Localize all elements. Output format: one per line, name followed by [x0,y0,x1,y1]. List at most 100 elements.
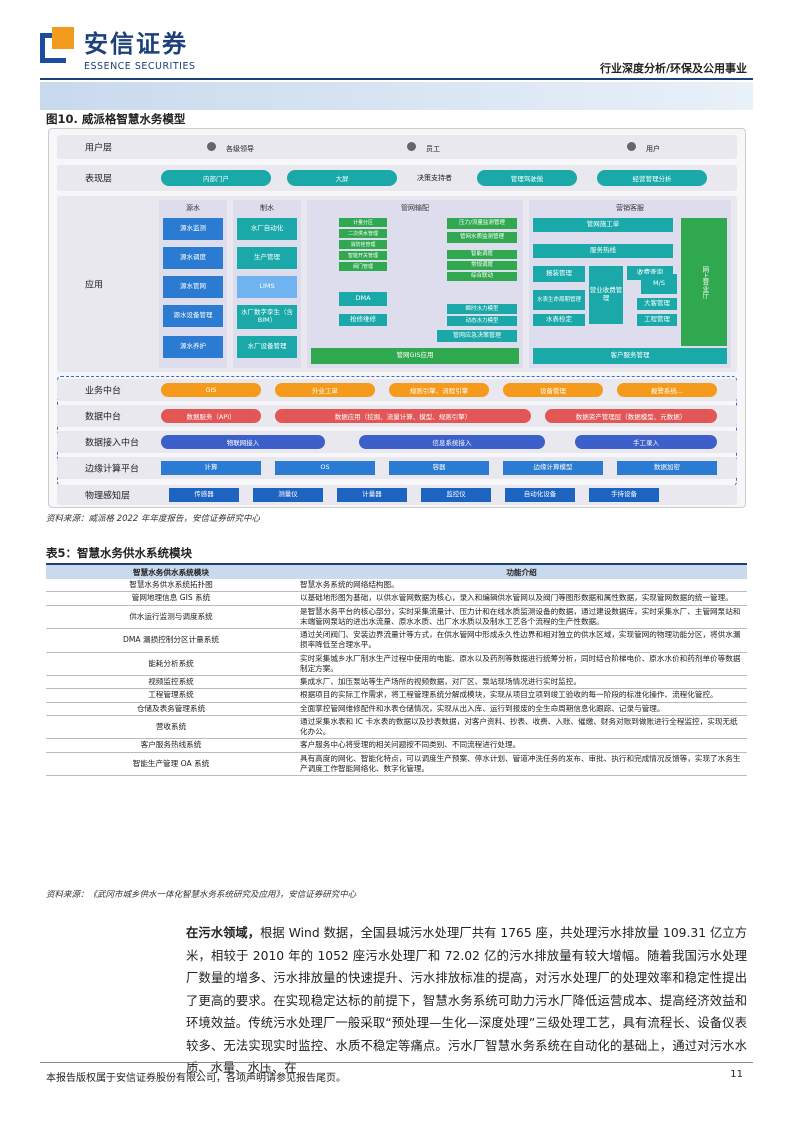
page-number: 11 [730,1069,743,1080]
pipe-item: 瞬时水力模型 [447,304,517,314]
body-paragraph: 在污水领域，根据 Wind 数据，全国县城污水处理厂共有 1765 座，共处理污… [186,922,747,1080]
pipe-item: 管网GIS应用 [311,348,519,364]
row-label-data: 数据中台 [85,412,122,423]
table-row: DMA 漏损控制分区计量系统通过关闭阀门、安装边界流量计等方式，在供水管网中形成… [46,628,747,653]
module-name: 客户服务热线系统 [46,738,296,753]
analysis-pill: 经营管理分析 [597,170,707,186]
plant-item: 生产管理 [237,247,297,269]
module-name: 仓储及表务管理系统 [46,702,296,716]
pipe-item: 动态水力模型 [447,316,517,326]
module-desc: 客户服务中心将受理的相关问题按不同类别、不同流程进行处理。 [296,738,747,753]
access-pill: 物联网接入 [161,435,325,449]
bigscreen-pill: 大屏 [287,170,397,186]
module-name: 工程管理系统 [46,688,296,703]
pipe-item: 综合联动 [447,272,517,281]
data-pill: 数据资产管理层（数据模型、元数据） [545,409,717,423]
table-row: 工程管理系统根据项目的实际工作需求，将工程管理系统分解成模块，实现从项目立项到竣… [46,688,747,703]
table-row: 管网地理信息 GIS 系统以基础地形图为基础，以供水管网数据为核心，录入和编辑供… [46,591,747,606]
source-item: 源水管网 [163,276,223,298]
pipe-item: 计量分区 [339,218,387,227]
row-label-biz: 业务中台 [85,386,122,397]
access-pill: 信息系统接入 [359,435,545,449]
table-row: 视频监控系统集成水厂、加压泵站等生产场所的视频数据，对厂区、泵站现场情况进行实时… [46,675,747,690]
table-header: 功能介绍 [296,563,747,579]
user-staff: 员工 [426,145,440,153]
row-label-iot: 物理感知层 [85,491,131,502]
edge-platform: 边缘计算平台 计算 OS 容器 边缘计算模型 数据加密 [57,457,737,479]
plant-group-title: 制水 [260,204,274,212]
cockpit-pill: 管理驾驶舱 [477,170,577,186]
sales-item: M/S [641,274,677,294]
brand-name-cn: 安信证券 [84,30,188,58]
edge-box: 数据加密 [617,461,717,475]
row-label-access: 数据接入中台 [85,438,140,449]
user-leader: 各级领导 [226,145,254,153]
plant-group: 制水 水厂自动化 生产管理 LIMS 水厂数字孪生（含BIM） 水厂设备管理 [233,200,301,368]
module-name: 能耗分析系统 [46,652,296,676]
user-layer: 用户层 各级领导 员工 用户 [57,135,737,159]
staff-icon [407,142,416,151]
user-customer: 用户 [646,145,660,153]
module-name: DMA 漏损控制分区计量系统 [46,628,296,653]
source-group: 源水 源水监测 源水调度 源水管网 源水设备管理 源水养护 [159,200,227,368]
plant-item: 水厂自动化 [237,218,297,240]
biz-pill: 规则引擎、流程引擎 [389,383,489,397]
customers-icon [627,142,636,151]
sales-item: 工程管理 [637,314,677,326]
edge-box: OS [275,461,375,475]
module-desc: 实时采集城乡水厂制水生产过程中使用的电能、原水以及药剂等数据进行统筹分析，同时结… [296,652,747,676]
application-layer: 应用 源水 源水监测 源水调度 源水管网 源水设备管理 源水养护 制水 水厂自动… [57,196,737,372]
pipe-item: 压力/流量监测管理 [447,218,517,229]
row-label-app: 应用 [85,280,104,291]
table-row: 智慧水务供水系统拓扑图智慧水务系统的网络结构图。 [46,579,747,593]
pipe-item: 管网水质监测管理 [447,232,517,243]
sales-item: 管网施工单 [533,218,673,232]
iot-box: 测量仪 [253,488,323,502]
sales-item: 客户服务管理 [533,348,727,364]
architecture-diagram: 用户层 各级领导 员工 用户 表现层 内部门户 大屏 决策支持者 管理驾驶舱 经… [48,128,746,508]
iot-box: 计量器 [337,488,407,502]
figure-source: 资料来源：威派格 2022 年年度报告，安信证券研究中心 [46,514,261,524]
biz-pill: 外业工单 [275,383,375,397]
source-item: 源水监测 [163,218,223,240]
pipe-item: 管网应急决策管理 [437,330,517,342]
source-group-title: 源水 [186,204,200,212]
table-header: 智慧水务供水系统模块 [46,563,296,579]
access-pill: 手工录入 [575,435,717,449]
sales-item: 网上营业厅 [681,218,727,346]
module-name: 管网地理信息 GIS 系统 [46,591,296,606]
biz-pill: 报警系统... [617,383,717,397]
sales-group: 营销客服 管网施工单 服务热线 报装管理 营业收费管理 收费查询 水表生命周期管… [529,200,731,368]
data-platform: 数据中台 数据服务（API） 数据应用（挖掘、流量计算、模型、规则引擎） 数据资… [57,405,737,427]
biz-pill: GIS [161,383,261,397]
module-desc: 是智慧水务平台的核心部分，实时采集流量计、压力计和在线水质监测设备的数据，通过建… [296,605,747,629]
iot-box: 手持设备 [589,488,659,502]
decision-label: 决策支持者 [417,174,452,182]
header-rule [40,78,753,80]
module-desc: 具有高度的网化、智能化特点，可以调度生产预案、停水计划、管道冲洗任务的发布、审批… [296,752,747,776]
module-name: 视频监控系统 [46,675,296,690]
pipe-item: 二次供水管理 [339,229,387,238]
pipe-item: 智能调度 [447,250,517,259]
sales-group-title: 营销客服 [616,204,644,212]
module-desc: 集成水厂、加压泵站等生产场所的视频数据，对厂区、泵站现场情况进行实时监控。 [296,675,747,690]
module-name: 供水运行监测与调度系统 [46,605,296,629]
module-desc: 智慧水务系统的网络结构图。 [296,579,747,593]
source-item: 源水设备管理 [163,305,223,327]
table-title: 表5：智慧水务供水系统模块 [46,546,193,560]
module-desc: 通过采集水表和 IC 卡水表的数据以及抄表数据，对客户资料、抄表、收费、入账、催… [296,715,747,740]
logo-mark-icon [40,27,74,69]
brand-logo: 安信证券 ESSENCE SECURITIES [40,24,196,72]
data-pill: 数据应用（挖掘、流量计算、模型、规则引擎） [275,409,531,423]
module-name: 营收系统 [46,715,296,740]
source-item: 源水调度 [163,247,223,269]
module-name: 智能生产管理 OA 系统 [46,752,296,776]
access-platform: 数据接入中台 物联网接入 信息系统接入 手工录入 [57,431,737,453]
edge-box: 计算 [161,461,261,475]
pipe-group: 管网输配 计量分区 二次供水管理 消防栓管理 智能开关管理 阀门管理 压力/流量… [307,200,523,368]
pipe-item: DMA [339,292,387,306]
iot-box: 传感器 [169,488,239,502]
portal-pill: 内部门户 [161,170,271,186]
row-label-edge: 边缘计算平台 [85,464,140,475]
paragraph-text: 根据 Wind 数据，全国县城污水处理厂共有 1765 座，共处理污水排放量 1… [186,926,747,1075]
